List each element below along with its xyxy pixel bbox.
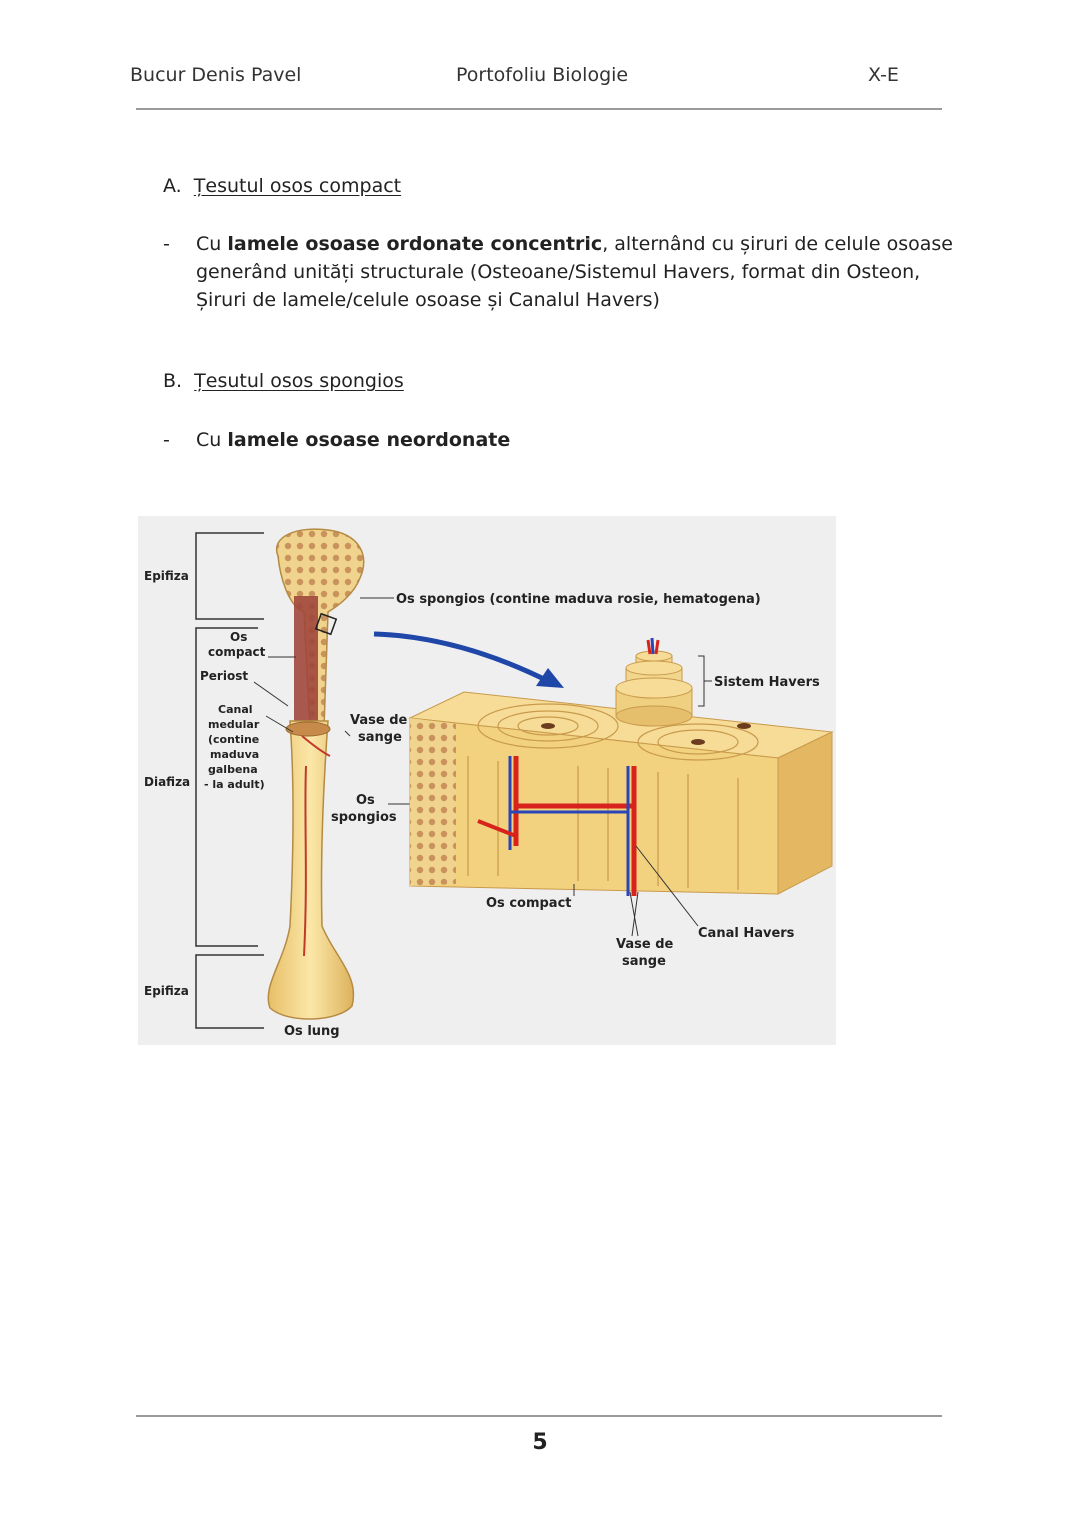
label-canal-1: Canal: [218, 703, 253, 716]
label-spongios-2: spongios: [331, 810, 397, 825]
label-vase-block-1: Vase de: [616, 937, 674, 952]
section-b-bullet-text: Cu lamele osoase neordonate: [196, 426, 956, 454]
header-author: Bucur Denis Pavel: [130, 64, 302, 86]
header-rule: [136, 108, 942, 110]
block-leader-lines: [573, 655, 712, 937]
bracket-lines: [195, 532, 264, 1029]
bullet-bold: lamele osoase neordonate: [227, 429, 511, 451]
label-diafiza: Diafiza: [144, 775, 190, 789]
header-title: Portofoliu Biologie: [456, 64, 629, 86]
bullet-bold: lamele osoase ordonate concentric: [227, 233, 603, 255]
section-a-marker: A.: [163, 175, 182, 197]
label-canal-5: galbena: [208, 763, 258, 776]
section-b-title: Țesutul osos spongios: [194, 370, 404, 392]
label-canal-2: medular: [208, 718, 260, 731]
label-os-compact-1: Os: [230, 630, 247, 644]
label-epifiza-top: Epifiza: [144, 569, 189, 583]
section-b-marker: B.: [163, 370, 183, 392]
section-b-heading: B. Țesutul osos spongios: [163, 370, 404, 392]
label-vase-block-2: sange: [622, 954, 666, 969]
bone-diagram: Epifiza Diafiza Epifiza Os compact Perio…: [144, 528, 834, 1039]
compact-bone-block: [408, 637, 834, 896]
page-number: 5: [532, 1430, 548, 1455]
bullet-prefix: Cu: [196, 429, 228, 451]
leader-lines: [253, 597, 430, 805]
section-a-bullet-text: Cu lamele osoase ordonate concentric, al…: [196, 230, 956, 314]
label-os-compact-2: compact: [208, 645, 266, 659]
label-spongios-1: Os: [356, 793, 375, 808]
bullet-dash: -: [163, 429, 170, 451]
label-canal-4: maduva: [210, 748, 259, 761]
footer-rule: [136, 1415, 942, 1417]
label-canal-havers: Canal Havers: [698, 926, 795, 941]
label-periost: Periost: [200, 669, 248, 683]
label-os-spongios-note: Os spongios (contine maduva rosie, hemat…: [396, 592, 761, 607]
bullet-dash: -: [163, 233, 170, 255]
arrow-head-icon: [536, 668, 564, 688]
label-vase-2: sange: [358, 730, 402, 745]
section-a-title: Țesutul osos compact: [193, 175, 402, 197]
header-class: X-E: [868, 64, 899, 86]
label-os-compact-block: Os compact: [486, 896, 572, 911]
label-os-lung: Os lung: [284, 1024, 340, 1039]
label-vase-1: Vase de: [350, 713, 408, 728]
label-epifiza-bottom: Epifiza: [144, 984, 189, 998]
label-canal-3: (contine: [208, 733, 259, 746]
label-sistem-havers: Sistem Havers: [714, 675, 820, 690]
bullet-rest: , alternând cu șiruri de celule osoase g…: [196, 233, 953, 311]
long-bone: [267, 528, 365, 1020]
label-canal-6: - la adult): [204, 778, 265, 791]
section-a-heading: A. Țesutul osos compact: [163, 175, 401, 197]
arrow-icon: [373, 631, 552, 685]
bullet-prefix: Cu: [196, 233, 228, 255]
bone-structure-figure: Epifiza Diafiza Epifiza Os compact Perio…: [138, 516, 836, 1045]
